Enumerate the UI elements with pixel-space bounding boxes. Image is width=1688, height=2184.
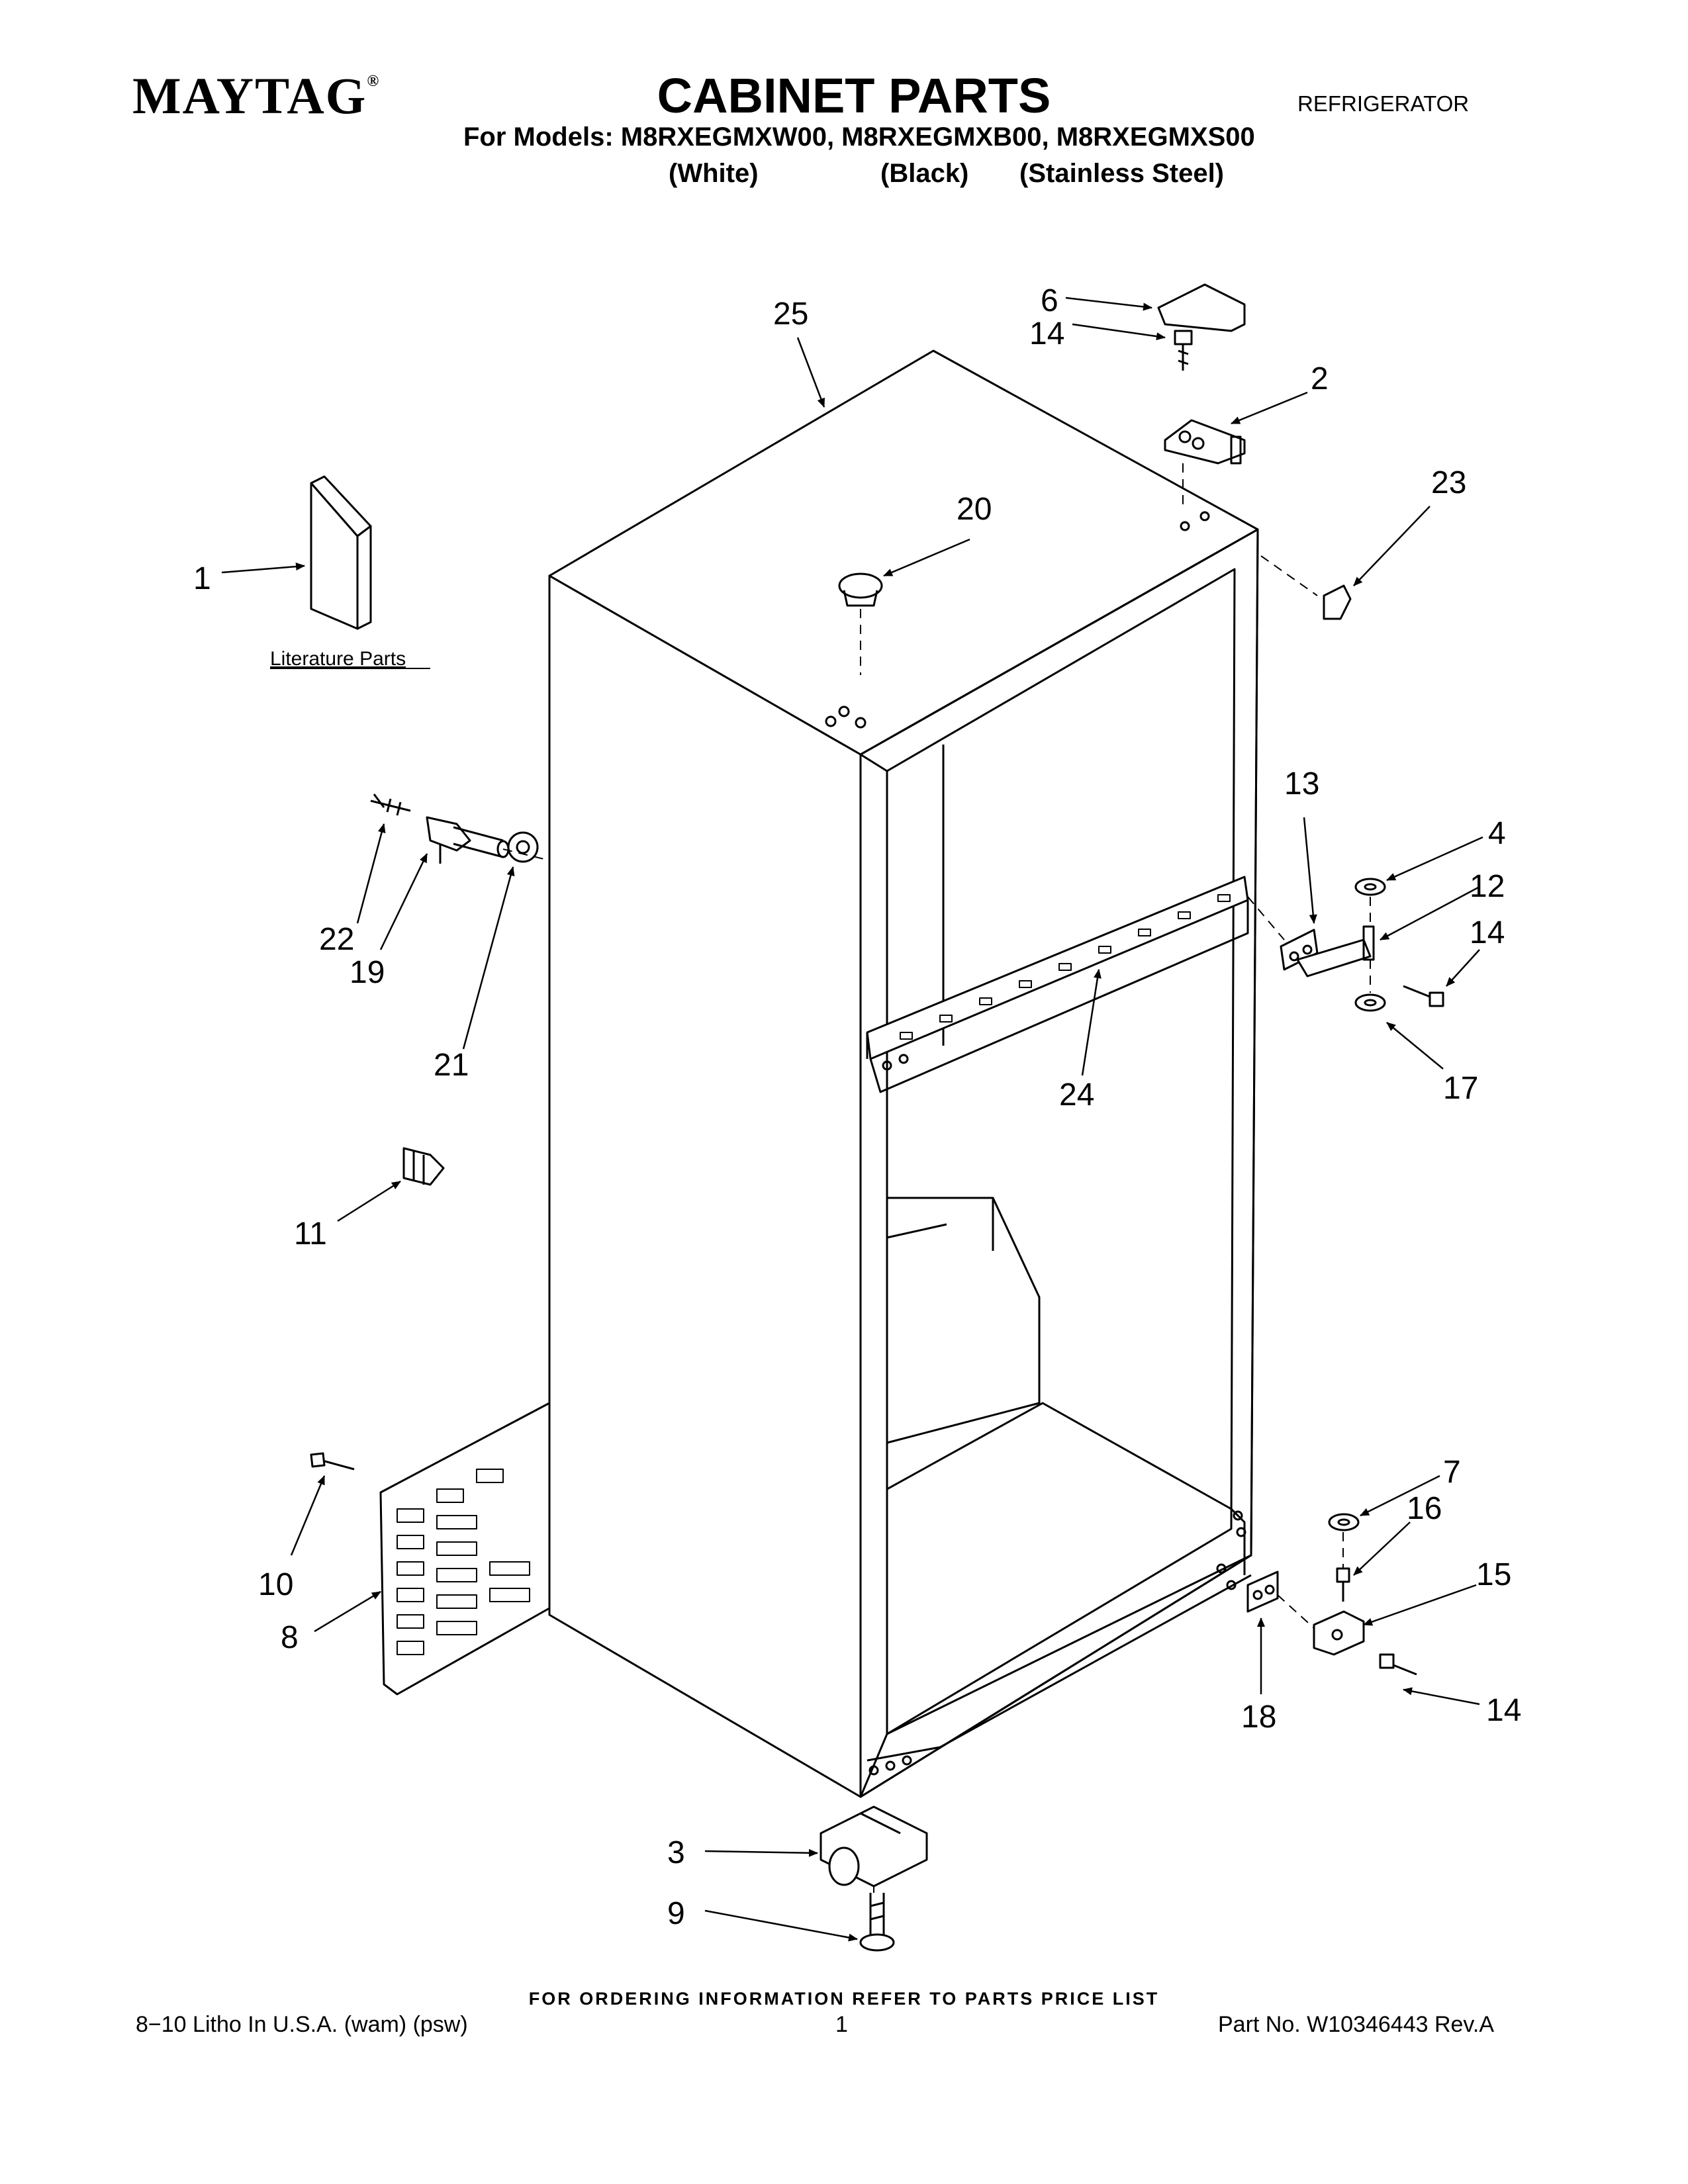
finish-black: (Black) — [880, 159, 969, 188]
part-number: Part No. W10346443 Rev.A — [1218, 2012, 1495, 2037]
callout-14-bottom: 14 — [1486, 1693, 1521, 1728]
center-hinge-rail — [866, 876, 1249, 1093]
top-hinge-screw — [1174, 330, 1193, 371]
center-hinge-washer-bottom — [1354, 993, 1386, 1012]
callout-8: 8 — [281, 1620, 299, 1655]
leader-2 — [1231, 391, 1308, 425]
callout-15: 15 — [1476, 1557, 1511, 1592]
callout-12: 12 — [1470, 869, 1505, 904]
leader-6 — [1065, 296, 1152, 311]
top-hinge-cover — [1157, 283, 1246, 332]
clip — [402, 1147, 445, 1186]
callout-7: 7 — [1443, 1455, 1461, 1490]
callout-11: 11 — [294, 1216, 327, 1251]
plug-button — [838, 572, 883, 607]
registered-mark: ® — [367, 73, 381, 90]
leader-12 — [1380, 886, 1480, 941]
callout-14-center: 14 — [1470, 915, 1505, 950]
bottom-hinge-shim — [1246, 1570, 1279, 1613]
leader-4 — [1386, 836, 1483, 882]
page-title: CABINET PARTS — [657, 68, 1051, 123]
leader-7 — [1360, 1475, 1440, 1517]
leader-22 — [356, 823, 386, 924]
finish-stainless: (Stainless Steel) — [1019, 159, 1225, 188]
leader-15 — [1363, 1584, 1477, 1626]
brand-name: MAYTAG — [132, 67, 367, 124]
bottom-hinge-washer — [1328, 1513, 1360, 1531]
callout-20: 20 — [957, 492, 992, 527]
leader-23 — [1353, 506, 1430, 586]
callout-3: 3 — [667, 1835, 685, 1870]
leader-1 — [221, 563, 305, 574]
leader-13 — [1303, 817, 1317, 924]
door-stop — [1323, 584, 1352, 620]
literature-booklet — [310, 475, 372, 630]
finish-white: (White) — [669, 159, 759, 188]
door-stop-pin — [426, 816, 510, 864]
door-stop-screw — [370, 794, 411, 816]
leader-8 — [314, 1590, 381, 1633]
callout-22: 22 — [319, 922, 354, 957]
leader-21 — [462, 866, 515, 1050]
leader-10 — [290, 1475, 326, 1556]
leader-11 — [337, 1180, 401, 1222]
leader-9 — [704, 1909, 858, 1942]
callout-23: 23 — [1431, 465, 1466, 500]
access-panel — [379, 1402, 551, 1696]
callout-18: 18 — [1241, 1700, 1276, 1735]
leader-14b — [1446, 949, 1480, 987]
leader-14a — [1072, 323, 1166, 341]
brand-logo: MAYTAG® — [132, 66, 380, 126]
center-hinge-washer-top — [1354, 878, 1386, 896]
callout-4: 4 — [1488, 816, 1506, 851]
bushing — [507, 831, 539, 863]
center-hinge-screw — [1403, 985, 1444, 1007]
leader-24 — [1081, 969, 1102, 1076]
callout-19: 19 — [350, 955, 385, 990]
product-type: REFRIGERATOR — [1297, 91, 1470, 116]
callout-14-top: 14 — [1029, 316, 1064, 351]
leader-16 — [1353, 1522, 1411, 1576]
cabinet-shell — [548, 349, 1259, 1798]
leader-20 — [883, 538, 970, 577]
models-line: For Models: M8RXEGMXW00, M8RXEGMXB00, M8… — [463, 122, 1255, 152]
callout-21: 21 — [434, 1048, 469, 1083]
bottom-hinge-pin — [1336, 1567, 1350, 1602]
page-number: 1 — [835, 2012, 848, 2037]
leader-25 — [796, 337, 825, 408]
bottom-hinge — [1313, 1610, 1365, 1656]
callout-13: 13 — [1284, 766, 1319, 801]
callout-24: 24 — [1059, 1077, 1094, 1113]
literature-parts-label: Literature Parts — [270, 648, 406, 670]
bottom-hinge-screw — [1379, 1653, 1417, 1676]
leader-14c — [1403, 1687, 1480, 1706]
leader-3 — [704, 1848, 818, 1857]
roller-assembly — [820, 1805, 928, 1888]
callout-17: 17 — [1443, 1071, 1478, 1106]
leveling-screw — [859, 1893, 895, 1952]
top-hinge — [1164, 419, 1246, 465]
callout-1: 1 — [193, 561, 211, 596]
leader-17 — [1386, 1022, 1444, 1069]
access-panel-screw — [310, 1452, 355, 1471]
callout-6: 6 — [1041, 283, 1058, 318]
callout-9: 9 — [667, 1896, 685, 1931]
callout-10: 10 — [258, 1567, 293, 1602]
ordering-note: FOR ORDERING INFORMATION REFER TO PARTS … — [528, 1989, 1160, 2009]
callout-2: 2 — [1311, 361, 1329, 396]
litho-info: 8−10 Litho In U.S.A. (wam) (psw) — [136, 2012, 468, 2037]
leader-19 — [379, 853, 428, 950]
center-hinge — [1280, 925, 1375, 978]
callout-16: 16 — [1407, 1491, 1442, 1526]
callout-25: 25 — [773, 296, 808, 332]
